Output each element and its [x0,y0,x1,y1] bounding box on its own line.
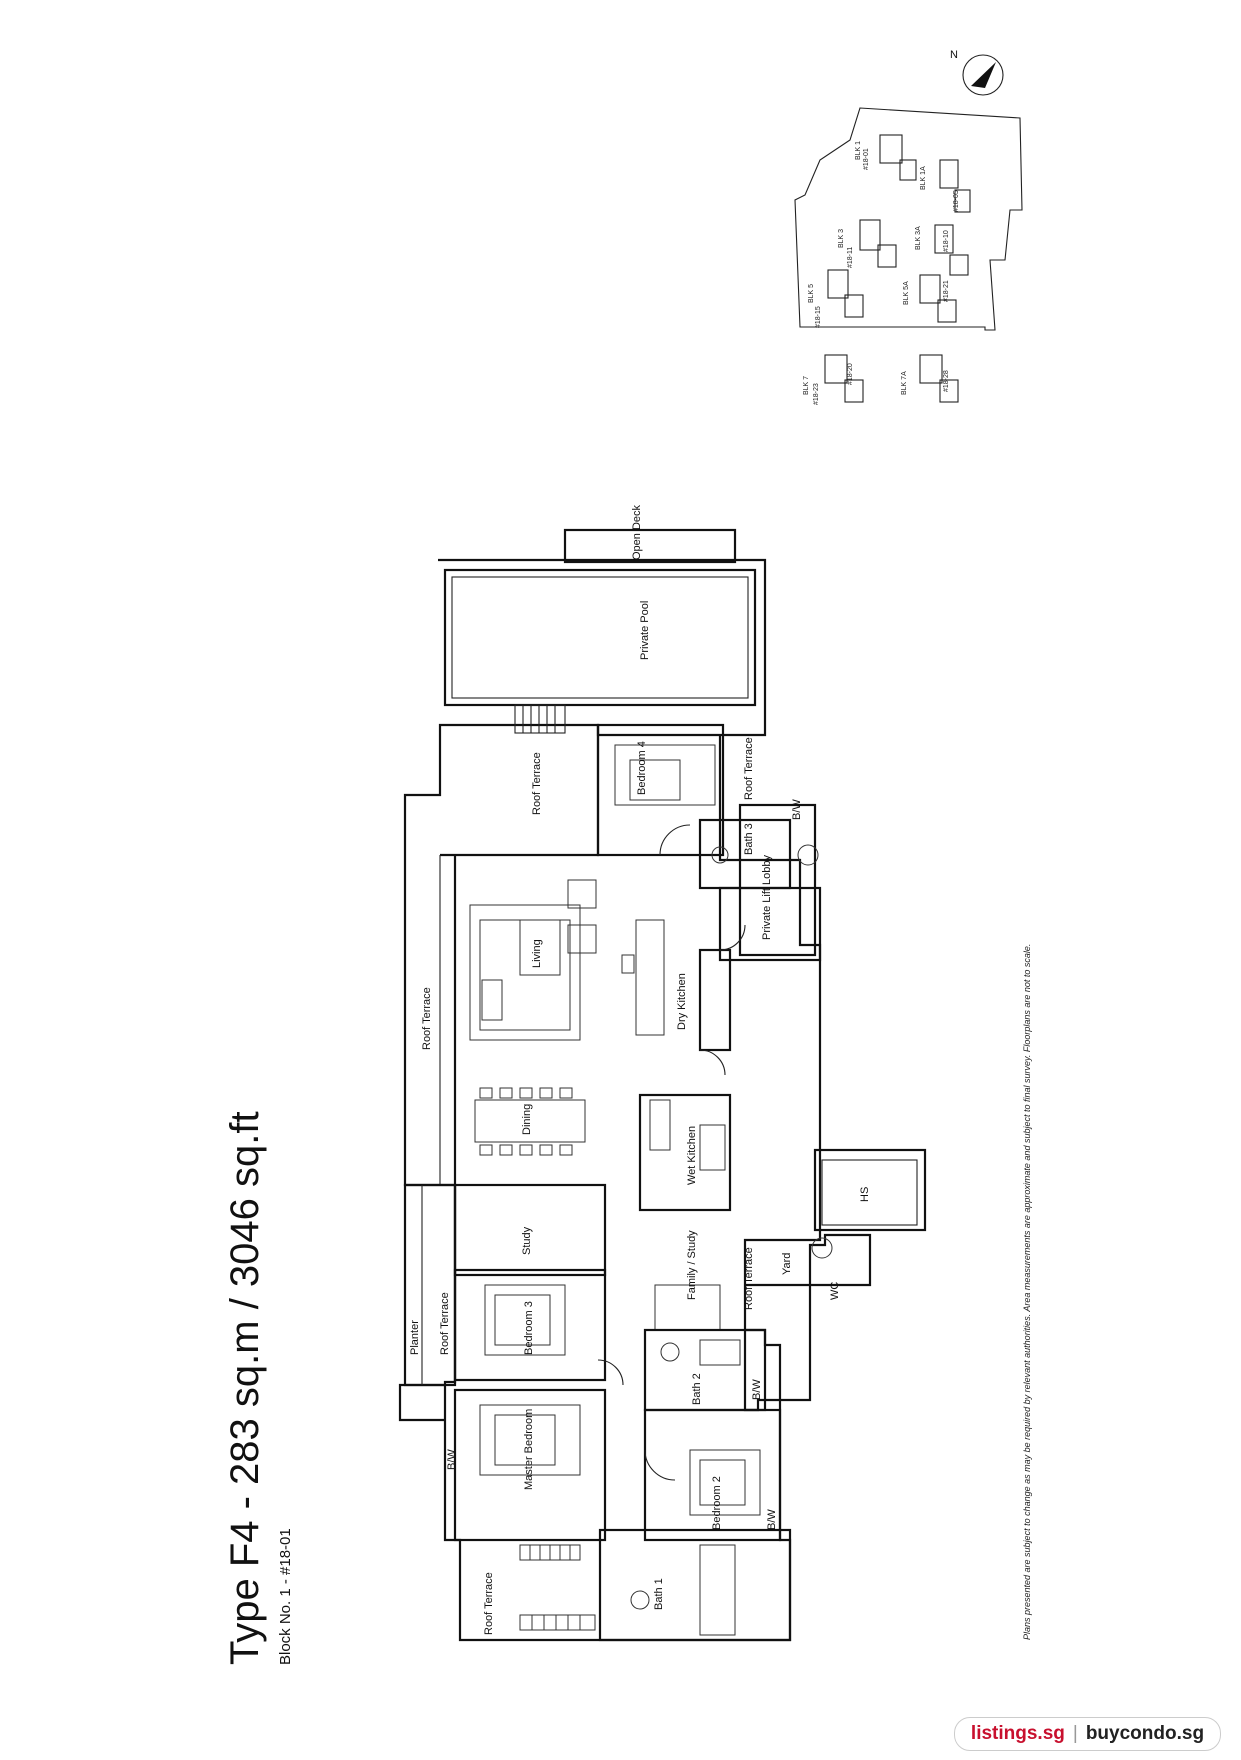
site-block-label: BLK 1 [855,141,862,160]
room-label-living: Living [531,939,543,968]
hs-outline [813,1148,927,1232]
page-title: Type F4 - 283 sq.m / 3046 sq.ft [223,1111,267,1665]
brand-separator: | [1072,1723,1078,1744]
site-block-label: BLK 1A [920,166,927,190]
site-block-label: BLK 7A [901,371,908,395]
site-block-label: BLK 5 [808,284,815,303]
room-label-wc: WC [829,1282,841,1300]
room-label-roof-terrace: Roof Terrace [439,1292,451,1355]
open-deck-outline [563,528,737,564]
room-label-bw: B/W [791,799,803,820]
room-label-yard: Yard [781,1253,793,1275]
site-unit-label: #18-05 [953,190,960,212]
room-label-hs: HS [859,1187,871,1202]
site-unit-label: #18-28 [943,370,950,392]
brand-buycondo: buycondo.sg [1085,1723,1205,1744]
room-label-roof-terrace: Roof Terrace [743,737,755,800]
site-unit-label: #18-01 [863,148,870,170]
floor-plan [398,528,927,1642]
room-label-bw: B/W [446,1449,458,1470]
room-label-roof-terrace: Roof Terrace [483,1572,495,1635]
room-label-bw: B/W [766,1509,778,1530]
room-label-master-bedroom: Master Bedroom [523,1409,535,1490]
site-block-label: BLK 3A [915,226,922,250]
room-label-roof-terrace: Roof Terrace [421,987,433,1050]
room-label-roof-terrace: Roof Terrace [743,1247,755,1310]
room-labels: Open Deck Private Pool Roof Terrace Bedr… [409,504,871,1635]
room-label-bath2: Bath 2 [691,1373,703,1405]
room-label-bedroom3: Bedroom 3 [523,1301,535,1355]
page-subtitle: Block No. 1 - #18-01 [277,1528,294,1665]
site-block-label: BLK 3 [838,229,845,248]
disclaimer-note: Plans presented are subject to change as… [1022,944,1032,1640]
site-unit-label: #18-23 [813,383,820,405]
bedroom2-outline [643,1408,782,1542]
room-label-roof-terrace: Roof Terrace [531,752,543,815]
room-label-bedroom4: Bedroom 4 [636,741,648,795]
room-label-bedroom2: Bedroom 2 [711,1476,723,1530]
room-label-dining: Dining [521,1104,533,1135]
room-label-private-lift-lobby: Private Lift Lobby [761,855,773,940]
room-label-open-deck: Open Deck [631,504,643,560]
north-compass-icon: N [950,49,1004,96]
site-unit-label: #18-11 [847,247,854,268]
room-label-planter: Planter [409,1320,421,1355]
site-unit-label: #18-15 [815,306,822,328]
room-label-bath1: Bath 1 [653,1578,665,1610]
room-label-study: Study [521,1226,533,1255]
room-label-bw: B/W [751,1379,763,1400]
site-unit-label: #18-10 [943,230,950,252]
site-plan: BLK 1 #18-01 BLK 1A #18-05 BLK 3 #18-11 … [794,107,1023,405]
brand-watermark: listings.sg | buycondo.sg [954,1717,1221,1751]
private-pool-outline [443,568,757,707]
master-bedroom-outline [453,1388,607,1542]
room-label-wet-kitchen: Wet Kitchen [686,1126,698,1185]
site-unit-label: #18-20 [847,363,854,385]
site-unit-label: #18-21 [943,280,950,302]
room-label-bath3: Bath 3 [743,823,755,855]
brand-listings: listings.sg [970,1723,1065,1744]
room-label-family-study: Family / Study [686,1230,698,1300]
room-label-private-pool: Private Pool [639,601,651,660]
site-block-label: BLK 5A [903,281,910,305]
site-block-label: BLK 7 [803,376,810,395]
compass-label: N [950,49,958,61]
room-label-dry-kitchen: Dry Kitchen [676,973,688,1030]
